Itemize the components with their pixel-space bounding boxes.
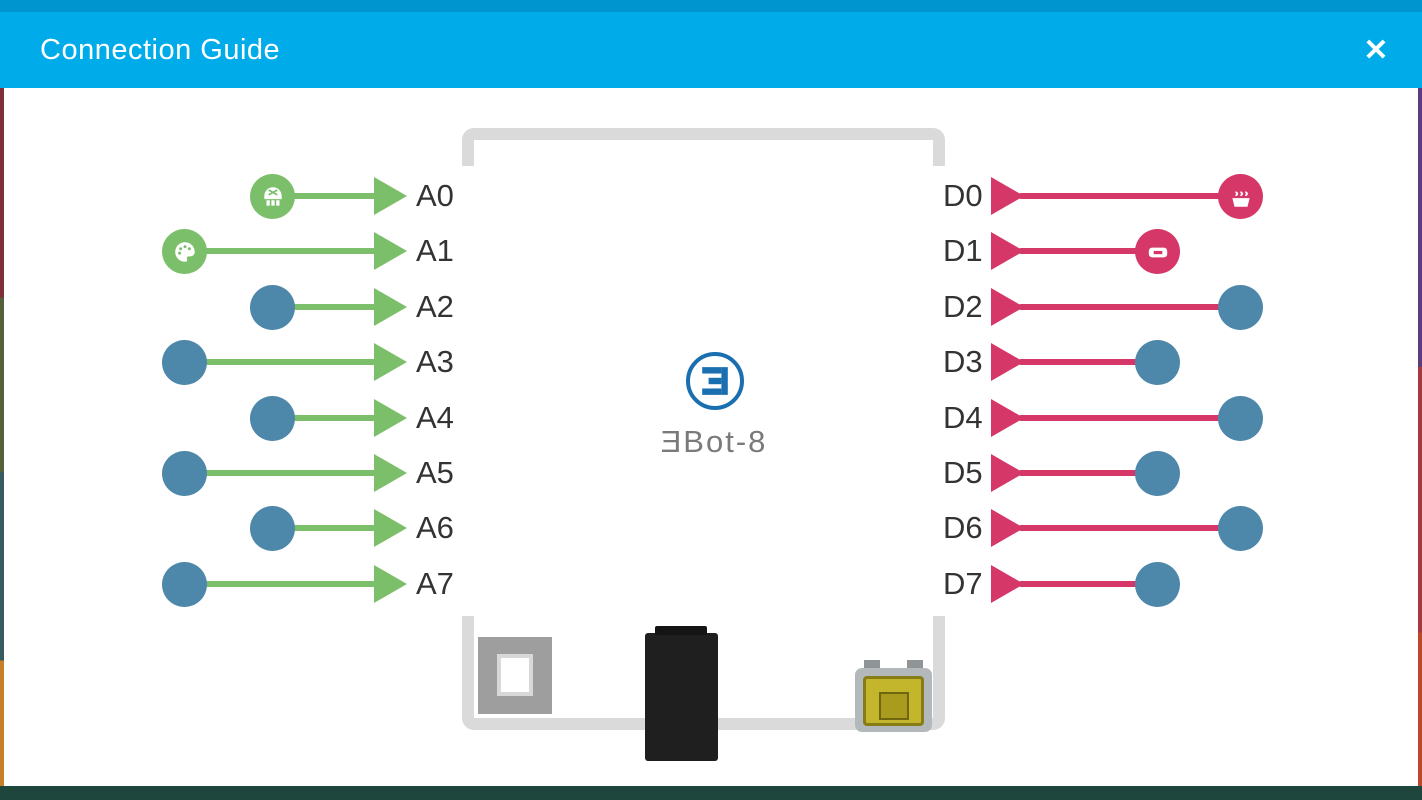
pin-wire xyxy=(272,193,378,199)
pin-label-d3: D3 xyxy=(943,344,983,380)
arrow-right-icon xyxy=(374,287,407,326)
usb-port-component xyxy=(855,660,932,739)
dialog-header: Connection Guide ✕ xyxy=(0,12,1422,88)
pin-wire xyxy=(1018,525,1240,532)
buzzer-icon xyxy=(1231,190,1250,207)
led-icon xyxy=(1148,247,1167,258)
pin-wire xyxy=(1018,470,1157,476)
usb-slot xyxy=(879,692,909,720)
pin-label-a5: A5 xyxy=(416,455,454,490)
pin-label-a4: A4 xyxy=(416,399,454,435)
pin-connector xyxy=(162,451,207,496)
palette-connector xyxy=(162,229,207,275)
arrow-right-icon xyxy=(374,398,407,437)
pin-label-a7: A7 xyxy=(416,565,454,601)
led-connector xyxy=(1135,229,1180,275)
pin-label-d4: D4 xyxy=(943,399,983,435)
pin-connector xyxy=(1135,340,1180,386)
palette-icon xyxy=(174,242,195,262)
buzzer-connector xyxy=(1218,174,1263,219)
dialog-title: Connection Guide xyxy=(40,33,281,66)
arrow-right-icon xyxy=(374,454,407,492)
pin-label-d5: D5 xyxy=(943,455,983,490)
status-bar xyxy=(0,0,1422,12)
arrow-right-icon xyxy=(374,509,407,548)
pin-label-a1: A1 xyxy=(416,233,454,269)
pin-label-a6: A6 xyxy=(416,510,454,546)
push-button-cap xyxy=(497,654,533,696)
pin-label-d7: D7 xyxy=(943,565,983,601)
background-edge-right xyxy=(1418,88,1422,786)
pin-connector xyxy=(1218,395,1263,441)
pin-connector xyxy=(162,561,207,607)
pin-label-a0: A0 xyxy=(416,178,454,213)
pin-wire xyxy=(272,525,378,532)
pin-connector xyxy=(1135,561,1180,607)
pin-wire xyxy=(184,248,378,255)
pin-wire xyxy=(1018,303,1240,310)
pin-wire xyxy=(1018,580,1157,587)
pin-connector xyxy=(162,340,207,386)
background-edge-left xyxy=(0,88,4,786)
potentiometer-connector xyxy=(250,174,295,219)
arrow-right-icon xyxy=(374,177,407,215)
pin-label-a2: A2 xyxy=(416,288,454,324)
pin-connector xyxy=(250,284,295,330)
close-icon: ✕ xyxy=(1363,33,1389,67)
pin-label-a3: A3 xyxy=(416,344,454,380)
pin-label-d6: D6 xyxy=(943,510,983,546)
pin-connector xyxy=(1218,506,1263,552)
arrow-right-icon xyxy=(374,564,407,603)
pin-wire xyxy=(1018,193,1240,199)
board-logo-text: ƎBot-8 xyxy=(660,424,768,459)
pin-wire xyxy=(184,359,378,366)
pin-wire xyxy=(184,580,378,587)
power-jack-component xyxy=(645,626,718,761)
pin-connector xyxy=(1135,451,1180,496)
push-button-component xyxy=(478,637,552,714)
pin-label-d1: D1 xyxy=(943,233,983,269)
pin-label-d0: D0 xyxy=(943,178,983,213)
pin-wire xyxy=(184,470,378,476)
pin-wire xyxy=(1018,248,1157,255)
arrow-right-icon xyxy=(374,232,407,271)
pin-connector xyxy=(1218,284,1263,330)
board-mask xyxy=(925,166,951,616)
close-button[interactable]: ✕ xyxy=(1352,26,1400,74)
pin-connector xyxy=(250,395,295,441)
pin-wire xyxy=(272,303,378,310)
bottom-bar xyxy=(0,786,1422,800)
pin-wire xyxy=(272,414,378,421)
potentiometer-icon xyxy=(263,186,282,206)
arrow-right-icon xyxy=(374,343,407,382)
board-mask xyxy=(456,166,482,616)
pin-label-d2: D2 xyxy=(943,288,983,324)
board-logo xyxy=(686,352,744,410)
board-logo-icon xyxy=(702,367,728,395)
power-jack-pin xyxy=(655,626,707,635)
pin-connector xyxy=(250,506,295,552)
pin-wire xyxy=(1018,414,1240,421)
pin-wire xyxy=(1018,359,1157,366)
